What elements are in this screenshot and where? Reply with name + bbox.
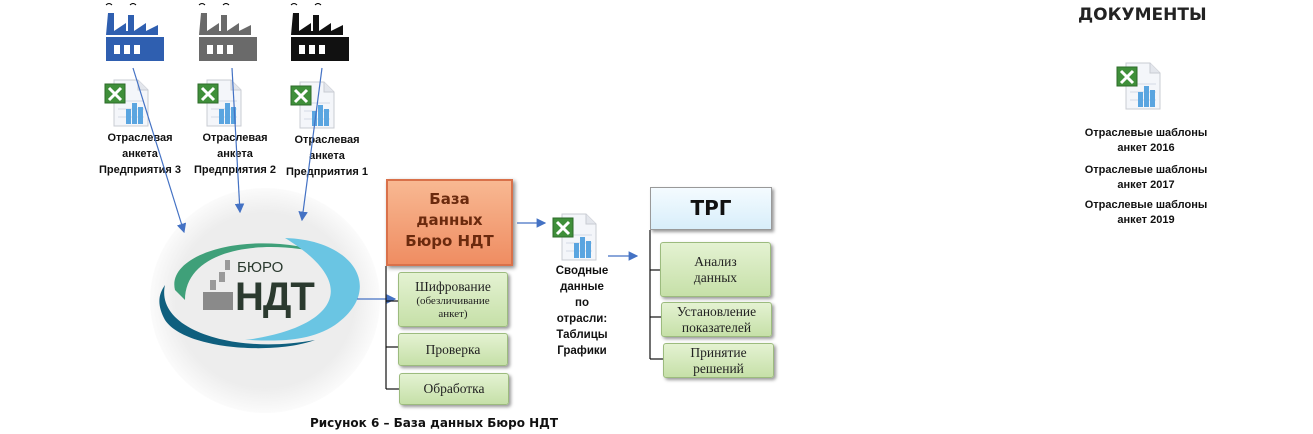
excel-summary-icon[interactable] (552, 213, 598, 261)
logo-main-text: НДТ (235, 275, 315, 319)
trg-box[interactable]: ТРГ (650, 187, 772, 230)
ndt-bureau-logo (159, 238, 360, 349)
figure-caption: Рисунок 6 – База данных Бюро НДТ (309, 416, 559, 430)
excel-templates-icon[interactable] (1116, 62, 1162, 110)
verification-step[interactable]: Проверка (398, 333, 508, 366)
logo-top-text: БЮРО (237, 259, 284, 276)
processing-step[interactable]: Обработка (399, 373, 509, 405)
documents-title: ДОКУМЕНТЫ (1078, 5, 1207, 25)
